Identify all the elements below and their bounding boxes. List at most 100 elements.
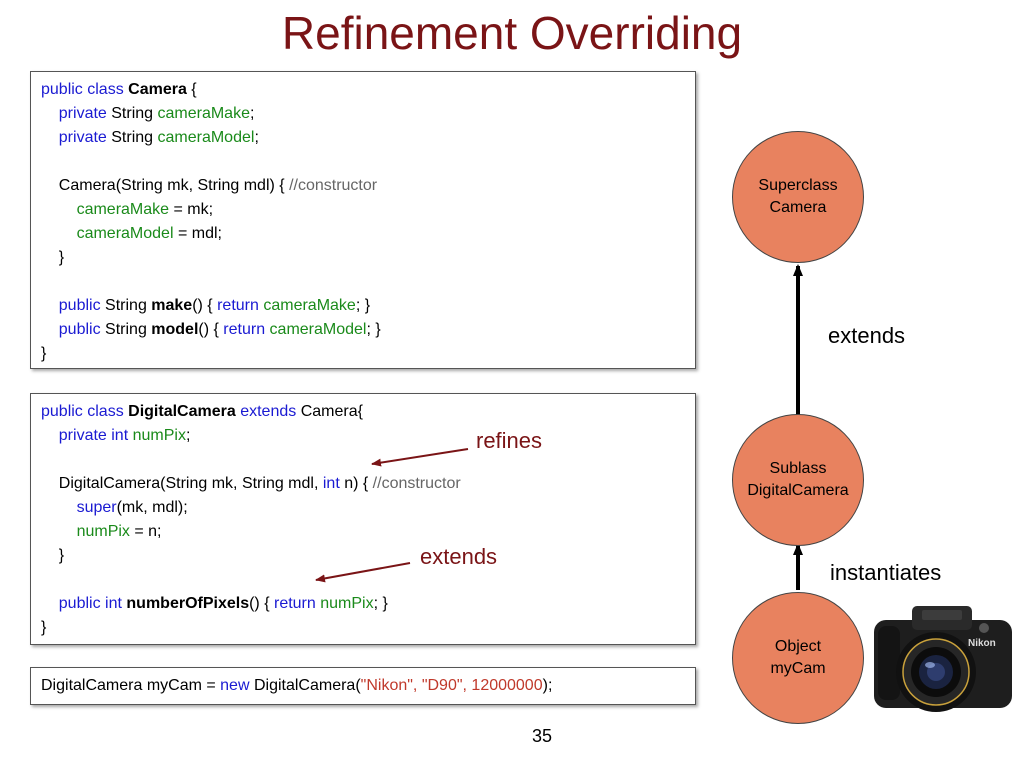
code-token: } <box>41 249 65 266</box>
refines-arrow <box>371 448 469 467</box>
code-token: numPix <box>320 595 374 612</box>
code-token: public class <box>41 81 129 98</box>
camera-brand-text: Nikon <box>968 638 996 649</box>
code-token: Camera{ <box>296 403 363 420</box>
code-line: } <box>41 246 685 270</box>
code-line: Camera(String mk, String mdl) { //constr… <box>41 174 685 198</box>
code-line: private int numPix; <box>41 424 685 448</box>
code-line: numPix = n; <box>41 520 685 544</box>
code-token: ; } <box>366 321 381 338</box>
code-line: cameraMake = mk; <box>41 198 685 222</box>
code-token: String <box>100 297 152 314</box>
code-token: cameraMake <box>76 201 170 218</box>
code-line: DigitalCamera myCam = new DigitalCamera(… <box>41 674 685 698</box>
camera-icon: Nikon <box>874 606 1012 712</box>
code-token: numPix <box>132 427 186 444</box>
code-line: } <box>41 544 685 568</box>
code-token: cameraMake <box>157 105 250 122</box>
code-token: DigitalCamera <box>128 403 236 420</box>
code-token: public int <box>58 595 122 612</box>
instantiation-code: DigitalCamera myCam = new DigitalCamera(… <box>30 667 696 705</box>
code-token: Camera <box>128 81 187 98</box>
code-line: super(mk, mdl); <box>41 496 685 520</box>
code-token: return <box>273 595 316 612</box>
code-token: () { <box>249 595 274 612</box>
code-line: public class Camera { <box>41 78 685 102</box>
code-line: public String model() { return cameraMod… <box>41 318 685 342</box>
code-token: (mk, mdl); <box>116 499 188 516</box>
object-node: Object myCam <box>732 592 864 724</box>
code-token: = n; <box>129 523 162 540</box>
code-token: n) { <box>339 475 373 492</box>
code-token: public class <box>41 403 129 420</box>
code-token: String <box>106 129 158 146</box>
code-token: cameraModel <box>76 225 174 242</box>
code-token: return <box>217 297 259 314</box>
code-token: DigitalCamera( <box>249 677 361 694</box>
code-token: String <box>100 321 152 338</box>
code-token: = mdl; <box>173 225 222 242</box>
code-token: private int <box>58 427 129 444</box>
instantiates-label: instantiates <box>830 560 942 585</box>
code-token: int <box>322 475 340 492</box>
superclass-node: Superclass Camera <box>732 131 864 263</box>
subclass-node: Sublass DigitalCamera <box>732 414 864 546</box>
code-token: DigitalCamera myCam = <box>41 677 221 694</box>
code-token: cameraMake <box>263 297 356 314</box>
code-token: public <box>58 321 101 338</box>
code-token: make <box>151 297 193 314</box>
code-token: ; <box>254 129 259 146</box>
object-node-line1: Object <box>774 638 822 655</box>
code-line: } <box>41 616 685 640</box>
code-token: ; } <box>373 595 388 612</box>
code-token: model <box>151 321 199 338</box>
code-token: } <box>41 547 65 564</box>
subclass-node-line1: Sublass <box>769 460 827 477</box>
code-token: { <box>186 81 197 98</box>
code-token: cameraModel <box>269 321 367 338</box>
code-token: ); <box>542 677 553 694</box>
code-token: "Nikon", "D90", 12000000 <box>360 677 543 694</box>
subclass-node-line2: DigitalCamera <box>747 482 849 499</box>
code-token: DigitalCamera(String mk, String mdl, <box>41 475 323 492</box>
superclass-node-line1: Superclass <box>758 177 838 194</box>
code-token: ; <box>249 105 255 122</box>
code-token: String <box>106 105 158 122</box>
code-token: //constructor <box>372 475 461 492</box>
code-token: super <box>76 499 117 516</box>
code-token: new <box>220 677 250 694</box>
code-token: () { <box>192 297 218 314</box>
code-token: //constructor <box>289 177 378 194</box>
code-line: DigitalCamera(String mk, String mdl, int… <box>41 472 685 496</box>
camera-class-code: public class Camera { private String cam… <box>30 71 696 369</box>
code-token: private <box>58 129 107 146</box>
code-token: public <box>58 297 101 314</box>
extends-annotation: extends <box>420 544 498 569</box>
code-line: cameraModel = mdl; <box>41 222 685 246</box>
digital-camera-class-code: public class DigitalCamera extends Camer… <box>30 393 696 645</box>
code-token: } <box>41 345 47 362</box>
code-line: public class DigitalCamera extends Camer… <box>41 400 685 424</box>
code-token: = mk; <box>169 201 214 218</box>
code-token: numberOfPixels <box>126 595 250 612</box>
object-node-line2: myCam <box>770 660 826 677</box>
code-token: extends <box>240 403 297 420</box>
page-number: 35 <box>532 726 553 746</box>
code-token: return <box>223 321 266 338</box>
superclass-node-line2: Camera <box>769 199 827 216</box>
code-line: } <box>41 342 685 366</box>
code-token: ; } <box>355 297 371 314</box>
code-token: () { <box>198 321 224 338</box>
code-token: } <box>41 619 47 636</box>
code-token: Camera(String mk, String mdl) { <box>41 177 290 194</box>
code-token: numPix <box>76 523 130 540</box>
slide-title: Refinement Overriding <box>281 7 743 59</box>
code-line: private String cameraModel; <box>41 126 685 150</box>
code-token: private <box>58 105 107 122</box>
code-token: cameraModel <box>157 129 255 146</box>
code-line: private String cameraMake; <box>41 102 685 126</box>
extends-code-arrow <box>315 562 411 583</box>
extends-label: extends <box>828 323 906 348</box>
refines-annotation: refines <box>476 428 543 453</box>
